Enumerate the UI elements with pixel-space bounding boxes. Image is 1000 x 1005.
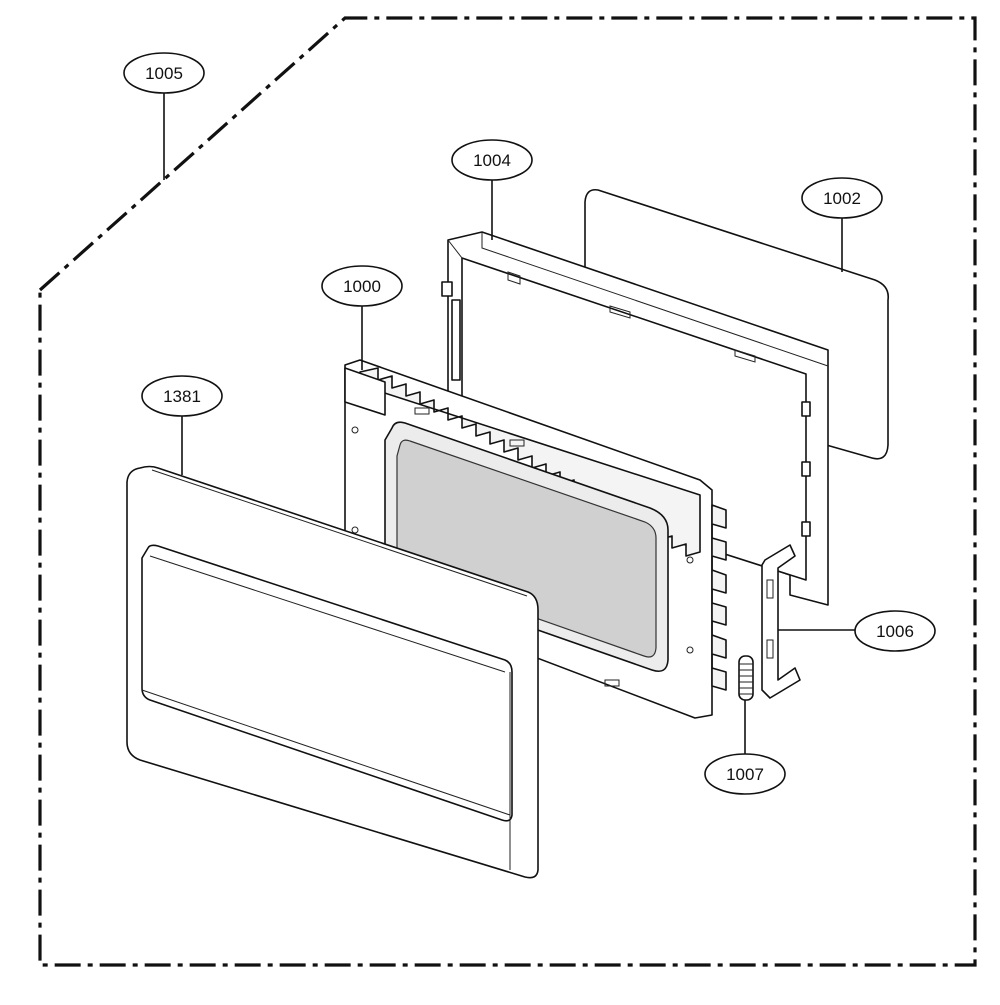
assembly-boundary	[38, 16, 977, 967]
part-1007-spring[interactable]	[738, 655, 754, 701]
part-1381-outer-door[interactable]	[126, 465, 539, 879]
callout-1004[interactable]: 1004	[451, 139, 533, 181]
callout-1000[interactable]: 1000	[321, 265, 403, 307]
part-1006-latch-hook[interactable]	[761, 544, 801, 699]
callout-1002[interactable]: 1002	[801, 177, 883, 219]
callout-1007-text: 1007	[726, 765, 764, 784]
callout-1006[interactable]: 1006	[854, 610, 936, 652]
callout-1002-text: 1002	[823, 189, 861, 208]
callout-1004-text: 1004	[473, 151, 511, 170]
part-1000-door-plate[interactable]	[344, 359, 727, 719]
callout-1005[interactable]: 1005	[123, 52, 205, 94]
callout-1381-text: 1381	[163, 387, 201, 406]
callout-1000-text: 1000	[343, 277, 381, 296]
callout-1007[interactable]: 1007	[704, 753, 786, 795]
callout-1006-text: 1006	[876, 622, 914, 641]
callout-1381[interactable]: 1381	[141, 375, 223, 417]
callout-1005-text: 1005	[145, 64, 183, 83]
